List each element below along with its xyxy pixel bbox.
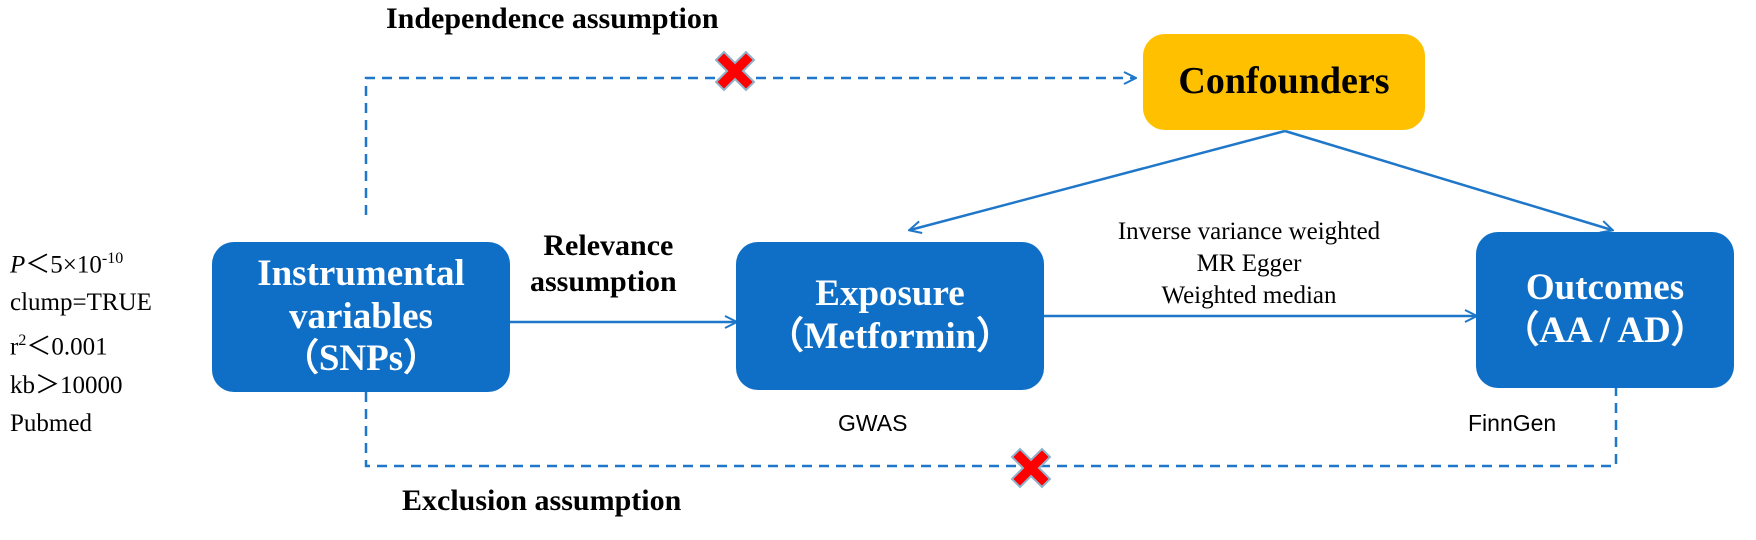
iv-line-3: （SNPs） bbox=[281, 338, 441, 380]
red-cross-icon bbox=[714, 50, 756, 92]
confounders-to-exposure-arrow bbox=[910, 129, 1286, 230]
exposure-line-1: Exposure bbox=[815, 273, 965, 315]
red-cross-icon bbox=[1010, 447, 1052, 489]
data-source: Pubmed bbox=[10, 409, 92, 437]
exposure-line-2: （Metformin） bbox=[766, 316, 1014, 357]
method-ivw: Inverse variance weighted bbox=[1117, 218, 1381, 245]
independence-path bbox=[364, 78, 1135, 215]
iv-line-1: Instrumental bbox=[257, 253, 465, 295]
exclusion-assumption-label: Exclusion assumption bbox=[402, 484, 682, 517]
clump-setting: clump=TRUE bbox=[10, 289, 152, 317]
confounders-to-outcomes-arrow bbox=[1284, 129, 1612, 230]
outcomes-line-2: （AA / AD） bbox=[1502, 310, 1708, 351]
relevance-line-2: assumption bbox=[530, 265, 677, 298]
confounders-label: Confounders bbox=[1178, 60, 1390, 103]
relevance-line-1: Relevance bbox=[543, 229, 674, 262]
mr-methods-list: Inverse variance weighted MR Egger Weigh… bbox=[1054, 216, 1444, 312]
relevance-assumption-label: Relevance assumption bbox=[530, 228, 677, 300]
exclusion-path bbox=[364, 368, 1616, 468]
exposure-box: Exposure （Metformin） bbox=[736, 242, 1044, 390]
method-mr-egger: MR Egger bbox=[1196, 250, 1302, 277]
iv-selection-criteria: P＜5×10-10 clump=TRUE r2＜0.001 kb＞10000 P… bbox=[10, 240, 152, 443]
instrumental-variables-box: Instrumental variables （SNPs） bbox=[212, 242, 510, 392]
independence-assumption-label: Independence assumption bbox=[386, 2, 719, 35]
kb-window: kb＞10000 bbox=[10, 371, 123, 399]
gwas-source-label: GWAS bbox=[838, 410, 908, 436]
outcomes-line-1: Outcomes bbox=[1525, 267, 1685, 309]
r2-threshold: r2＜0.001 bbox=[10, 332, 108, 361]
p-threshold: P＜5×10-10 bbox=[10, 250, 124, 279]
outcomes-box: Outcomes （AA / AD） bbox=[1476, 232, 1734, 388]
iv-line-2: variables bbox=[289, 295, 433, 337]
finngen-source-label: FinnGen bbox=[1468, 410, 1557, 436]
confounders-box: Confounders bbox=[1143, 34, 1425, 130]
method-weighted-median: Weighted median bbox=[1161, 282, 1337, 309]
